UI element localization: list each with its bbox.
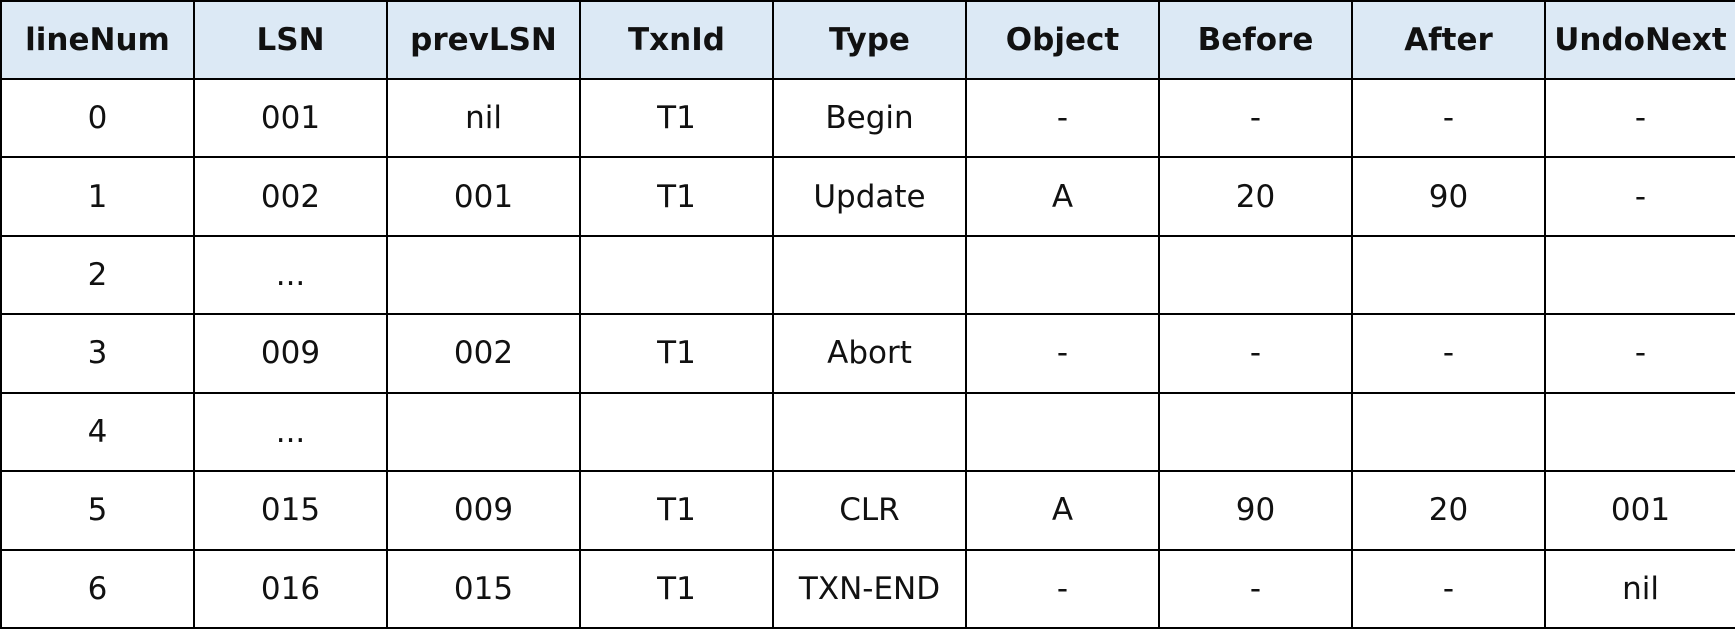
table-row: 5 015 009 T1 CLR A 90 20 001 — [0, 470, 1735, 551]
table-cell: - — [965, 313, 1160, 394]
header-txnid: TxnId — [579, 0, 774, 80]
table-cell: 016 — [193, 548, 388, 629]
table-cell: 001 — [386, 156, 581, 237]
table-cell: - — [1351, 77, 1546, 159]
table-row: 4 ... — [0, 391, 1735, 473]
table-cell: 015 — [193, 470, 388, 551]
table-cell: 009 — [193, 313, 388, 394]
table-row: 0 001 nil T1 Begin - - - - — [0, 77, 1735, 159]
table-cell: T1 — [579, 156, 774, 237]
table-cell — [386, 391, 581, 473]
table-cell: 015 — [386, 548, 581, 629]
table-cell: A — [965, 156, 1160, 237]
table-row: 3 009 002 T1 Abort - - - - — [0, 313, 1735, 394]
table-cell: ... — [193, 234, 388, 316]
table-cell: Begin — [772, 77, 967, 159]
table-cell: 20 — [1158, 156, 1353, 237]
table-cell: nil — [1544, 548, 1735, 629]
table-cell — [965, 391, 1160, 473]
table-cell: - — [1351, 548, 1546, 629]
table-cell: 6 — [0, 548, 195, 629]
header-object: Object — [965, 0, 1160, 80]
header-undonext: UndoNext — [1544, 0, 1735, 80]
table-header: lineNum LSN prevLSN TxnId Type Object Be… — [0, 0, 1735, 80]
table-row: 6 016 015 T1 TXN-END - - - nil — [0, 548, 1735, 629]
table-cell: - — [1544, 313, 1735, 394]
table-cell: 002 — [386, 313, 581, 394]
table-cell: 001 — [193, 77, 388, 159]
table-cell: A — [965, 470, 1160, 551]
table-cell: - — [1351, 313, 1546, 394]
table-cell: 4 — [0, 391, 195, 473]
table-cell — [579, 234, 774, 316]
table-cell: CLR — [772, 470, 967, 551]
table-cell: T1 — [579, 77, 774, 159]
table-cell: 5 — [0, 470, 195, 551]
header-lsn: LSN — [193, 0, 388, 80]
header-linenum: lineNum — [0, 0, 195, 80]
table-cell: nil — [386, 77, 581, 159]
table-cell — [386, 234, 581, 316]
table-body: 0 001 nil T1 Begin - - - - 1 002 001 T1 … — [0, 77, 1735, 629]
table-row: 1 002 001 T1 Update A 20 90 - — [0, 156, 1735, 237]
table-cell: Abort — [772, 313, 967, 394]
table-cell: - — [965, 548, 1160, 629]
table-cell — [1351, 234, 1546, 316]
header-before: Before — [1158, 0, 1353, 80]
table-cell: 90 — [1158, 470, 1353, 551]
table-cell: 002 — [193, 156, 388, 237]
table-cell — [965, 234, 1160, 316]
header-after: After — [1351, 0, 1546, 80]
table-cell: - — [1158, 548, 1353, 629]
header-row: lineNum LSN prevLSN TxnId Type Object Be… — [0, 0, 1735, 80]
table-cell — [772, 391, 967, 473]
table-cell: - — [1544, 77, 1735, 159]
header-prevlsn: prevLSN — [386, 0, 581, 80]
table-cell: Update — [772, 156, 967, 237]
table-cell: T1 — [579, 470, 774, 551]
table-cell — [1544, 391, 1735, 473]
table-cell: 001 — [1544, 470, 1735, 551]
table-cell — [1158, 234, 1353, 316]
table-row: 2 ... — [0, 234, 1735, 316]
table-cell: TXN-END — [772, 548, 967, 629]
table-cell: - — [1158, 77, 1353, 159]
table-cell: 20 — [1351, 470, 1546, 551]
table-cell: ... — [193, 391, 388, 473]
table-cell — [579, 391, 774, 473]
table-cell: 0 — [0, 77, 195, 159]
table-cell — [1158, 391, 1353, 473]
table-cell: 1 — [0, 156, 195, 237]
table-cell — [1544, 234, 1735, 316]
table-cell: 90 — [1351, 156, 1546, 237]
table-cell: - — [1544, 156, 1735, 237]
table-cell: 3 — [0, 313, 195, 394]
table-cell: 2 — [0, 234, 195, 316]
table-cell: T1 — [579, 313, 774, 394]
table-cell: - — [1158, 313, 1353, 394]
table-cell: 009 — [386, 470, 581, 551]
table-cell — [772, 234, 967, 316]
header-type: Type — [772, 0, 967, 80]
table-cell: - — [965, 77, 1160, 159]
table-cell: T1 — [579, 548, 774, 629]
table-cell — [1351, 391, 1546, 473]
